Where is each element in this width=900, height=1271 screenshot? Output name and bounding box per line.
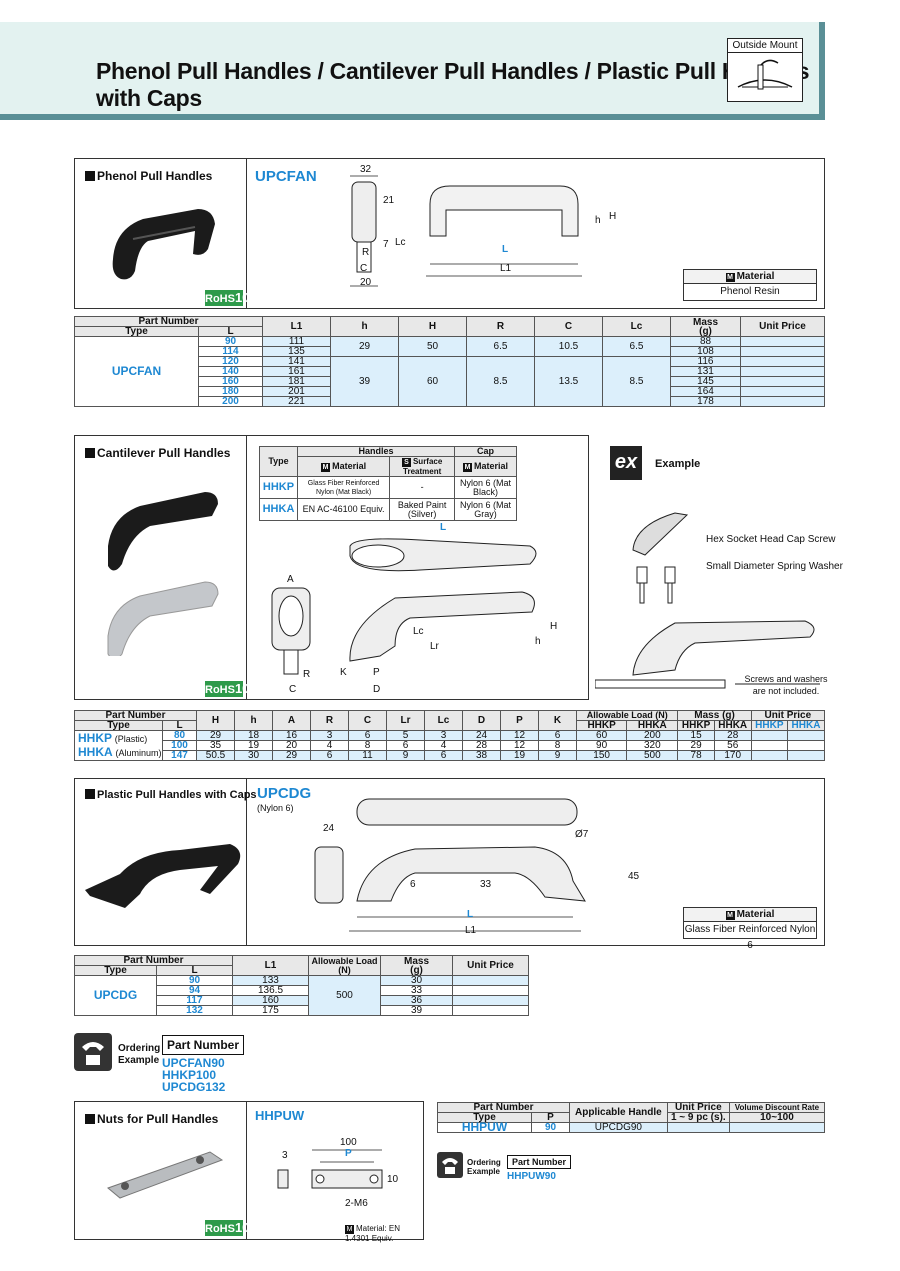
dim-21: 21	[383, 195, 395, 206]
nut-image	[107, 1151, 224, 1199]
ordering-label: Ordering	[118, 1043, 161, 1054]
phenol-table: Part Number L1 h H R C Lc Mass(g) Unit P…	[74, 316, 825, 407]
model-hhpuw: HHPUW	[255, 1108, 305, 1123]
dim-A: A	[287, 574, 294, 585]
phone-icon	[74, 1033, 112, 1071]
outside-mount-icon	[737, 59, 793, 90]
model-note: (Nylon 6)	[257, 803, 294, 813]
dim-L1: L1	[500, 263, 512, 274]
page-title: Phenol Pull Handles / Cantilever Pull Ha…	[96, 58, 810, 111]
dim-33: 33	[480, 879, 492, 890]
nuts-panel: Nuts for Pull Handles RoHS10 HHPUW 3 100…	[74, 1101, 424, 1243]
example-label-1: Example	[118, 1055, 160, 1066]
part-number-box-2: Part Number	[507, 1155, 572, 1169]
dim-3: 3	[282, 1150, 288, 1161]
phenol-drawing	[350, 175, 582, 287]
dim-C: C	[360, 263, 368, 274]
dim-20: 20	[360, 277, 372, 288]
dim-P: P	[373, 667, 380, 678]
example-label: Example	[655, 458, 701, 470]
phenol-panel: Phenol Pull Handles RoHS10 UPCFAN 32 21 …	[74, 158, 825, 309]
rohs-badge-cantilever: RoHS10	[205, 681, 250, 697]
ordering-item: UPCDG132	[162, 1080, 226, 1094]
cantilever-table: Part Number H h A R C Lr Lc D P K Allowa…	[74, 710, 826, 761]
dim-6: 6	[410, 879, 416, 890]
dim-L: L	[502, 244, 509, 255]
screw-label: Hex Socket Head Cap Screw	[706, 534, 836, 545]
dim-L-plastic: L	[467, 909, 474, 920]
dim-Lc: Lc	[395, 237, 406, 248]
dim-K: K	[340, 667, 347, 678]
example-label-2: Example	[467, 1167, 500, 1176]
model-upcdg: UPCDG	[257, 785, 312, 802]
plastic-panel: Plastic Pull Handles with Caps UPCDG (Ny…	[74, 778, 825, 951]
dim-Lr: Lr	[430, 641, 439, 652]
dim-R: R	[362, 247, 370, 258]
cantilever-handle-images	[107, 492, 219, 656]
dim-100: 100	[340, 1137, 357, 1148]
ordering-item: UPCFAN90	[162, 1056, 225, 1070]
example-icon: ex	[610, 446, 642, 480]
ordering-label-2: Ordering	[467, 1158, 501, 1167]
dim-R-cant: R	[303, 669, 311, 680]
ordering-item: HHKP100	[162, 1068, 217, 1082]
title-banner: Phenol Pull Handles / Cantilever Pull Ha…	[0, 22, 825, 120]
ordering-item: HHPUW90	[507, 1171, 556, 1182]
part-number-box: Part Number	[162, 1035, 245, 1055]
phone-icon-2	[437, 1152, 463, 1178]
dim-32: 32	[360, 164, 372, 175]
plastic-handle-image	[85, 844, 241, 908]
nuts-table: Part Number Applicable Handle Unit Price…	[437, 1102, 826, 1133]
washer-label: Small Diameter Spring Washer	[706, 561, 843, 572]
dim-L1-plastic: L1	[465, 925, 477, 936]
dim-D: D	[373, 684, 381, 695]
dim-45: 45	[628, 871, 640, 882]
rohs-badge: RoHS10	[205, 290, 250, 306]
cantilever-drawing	[271, 538, 537, 675]
model-upcfan: UPCFAN	[255, 168, 317, 185]
screws-note: Screws and washers are not included.	[744, 674, 828, 696]
section-title-cantilever: Cantilever Pull Handles	[85, 446, 230, 460]
section-title-phenol: Phenol Pull Handles	[85, 169, 212, 183]
dim-7: 7	[383, 239, 389, 250]
plastic-drawing	[314, 798, 586, 932]
dim-H: H	[609, 211, 617, 222]
phenol-handle-image	[112, 209, 215, 280]
mount-type-label: Outside Mount	[728, 39, 802, 53]
dim-d7: Ø7	[575, 829, 589, 840]
section-title-plastic: Plastic Pull Handles with Caps	[85, 789, 257, 801]
dim-P-nut: P	[345, 1148, 352, 1159]
section-title-nuts: Nuts for Pull Handles	[85, 1112, 218, 1126]
dim-h: h	[595, 215, 601, 226]
nut-drawing	[277, 1149, 383, 1189]
dim-h-cant: h	[535, 636, 541, 647]
rohs-badge-nuts: RoHS10	[205, 1220, 250, 1236]
dim-2-M6: 2-M6	[345, 1198, 368, 1209]
mount-type-box: Outside Mount	[727, 38, 803, 102]
dim-10: 10	[387, 1174, 399, 1185]
plastic-table: Part Number L1 Allowable Load(N) Mass(g)…	[74, 955, 529, 1016]
dim-C-cant: C	[289, 684, 297, 695]
dim-24: 24	[323, 823, 335, 834]
dim-Lc-cant: Lc	[413, 626, 424, 637]
example-drawing	[595, 512, 820, 689]
dim-H-cant: H	[550, 621, 558, 632]
dim-L-cant: L	[440, 522, 447, 533]
